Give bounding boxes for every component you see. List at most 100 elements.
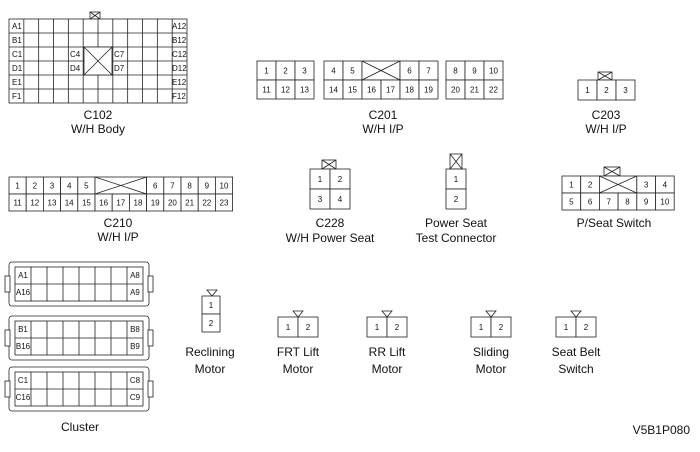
connector-subtitle: Motor: [476, 362, 507, 376]
pin-label: 6: [153, 181, 158, 190]
cluster-latch: [147, 275, 154, 293]
cluster-latch: [147, 329, 154, 347]
connector-name: C102: [84, 108, 113, 122]
pin-cavity: [575, 316, 597, 338]
pin-cavity: [445, 188, 467, 210]
pin-label: 20: [168, 198, 177, 207]
pin-label: 1: [264, 66, 269, 75]
pin-label: 18: [134, 198, 143, 207]
connector-name: C228: [316, 216, 345, 230]
pin-label: 3: [50, 181, 55, 190]
connector-reclining-motor: 1 2 Reclining Motor: [185, 289, 235, 376]
pin-cavity: [655, 192, 675, 211]
connector-subtitle: Motor: [372, 362, 403, 376]
pin-cavity: [214, 193, 233, 212]
pin-label: 21: [470, 85, 479, 94]
pin-label: 2: [588, 180, 593, 189]
pin-label: 1: [454, 175, 459, 184]
pin-label: C9: [130, 393, 141, 402]
pin-label: 2: [306, 323, 311, 332]
pin-label: 4: [663, 180, 668, 189]
connector-name: Power Seat: [425, 216, 488, 230]
connector-subtitle: Switch: [558, 362, 593, 376]
pin-label: 9: [472, 66, 477, 75]
pin-label: 12: [281, 85, 290, 94]
pin-label: B9: [130, 342, 140, 351]
connector-subtitle: W/H I/P: [97, 230, 138, 244]
pin-label: 3: [623, 86, 628, 95]
pin-label: D7: [114, 64, 125, 73]
polarity-arrow: [570, 310, 582, 318]
pin-label: 5: [350, 66, 355, 75]
connector-subtitle: W/H Body: [71, 122, 125, 136]
pin-label: 11: [262, 85, 271, 94]
pin-label: D12: [172, 64, 187, 73]
polarity-arrow: [381, 310, 393, 318]
pin-label: 7: [170, 181, 175, 190]
pin-label: 13: [48, 198, 57, 207]
pin-label: 2: [454, 195, 459, 204]
pin-label: 2: [33, 181, 38, 190]
pin-label: 21: [185, 198, 194, 207]
pin-label: 2: [604, 86, 609, 95]
pin-label: 8: [453, 66, 458, 75]
pin-label: B12: [172, 36, 187, 45]
pin-label: 1: [569, 180, 574, 189]
connector-name: Reclining: [185, 345, 234, 359]
pin-cavity: [297, 316, 319, 338]
connector-subtitle: Motor: [195, 362, 226, 376]
pin-cavity: [418, 79, 439, 100]
pin-label: 8: [187, 181, 192, 190]
connector-name: Seat Belt: [552, 345, 601, 359]
pin-label: 6: [407, 66, 412, 75]
pin-label: 4: [331, 66, 336, 75]
pin-label: F1: [12, 92, 22, 101]
pin-label: 1: [375, 323, 380, 332]
pin-label: 10: [220, 181, 229, 190]
pin-label: 20: [451, 85, 460, 94]
pin-label: 5: [84, 181, 89, 190]
pin-label: 18: [405, 85, 414, 94]
pin-label: 2: [584, 323, 589, 332]
pin-label: 10: [660, 197, 669, 206]
connector-power-seat-test: 12 Power Seat Test Connector: [416, 153, 496, 245]
pin-label: 16: [367, 85, 376, 94]
pin-label: C12: [172, 50, 187, 59]
pin-label: 17: [386, 85, 395, 94]
connector-name: C201: [369, 108, 398, 122]
connector-name: C203: [592, 108, 621, 122]
pin-label: 19: [424, 85, 433, 94]
cluster-latch: [147, 380, 154, 398]
pin-label: 1: [479, 323, 484, 332]
connector-seat-belt-switch: 1 2 Seat Belt Switch: [552, 310, 601, 376]
pin-label: A12: [172, 22, 187, 31]
pin-label: 10: [489, 66, 498, 75]
pin-cavity: [201, 313, 221, 333]
pin-label: 1: [585, 86, 590, 95]
connector-name: RR Lift: [369, 345, 406, 359]
connector-name: FRT Lift: [277, 345, 320, 359]
pin-label: 4: [338, 195, 343, 204]
pin-label: 9: [644, 197, 649, 206]
pin-label: C1: [12, 50, 23, 59]
pin-cavity: [329, 188, 351, 210]
pin-label: 2: [209, 319, 214, 328]
pin-label: B1: [18, 325, 28, 334]
pin-label: 1: [564, 323, 569, 332]
connector-subtitle: W/H I/P: [362, 122, 403, 136]
pin-label: C7: [114, 50, 125, 59]
pin-label: F12: [172, 92, 186, 101]
pin-label: A9: [130, 288, 140, 297]
pin-label: 1: [209, 301, 214, 310]
pin-label: 3: [644, 180, 649, 189]
